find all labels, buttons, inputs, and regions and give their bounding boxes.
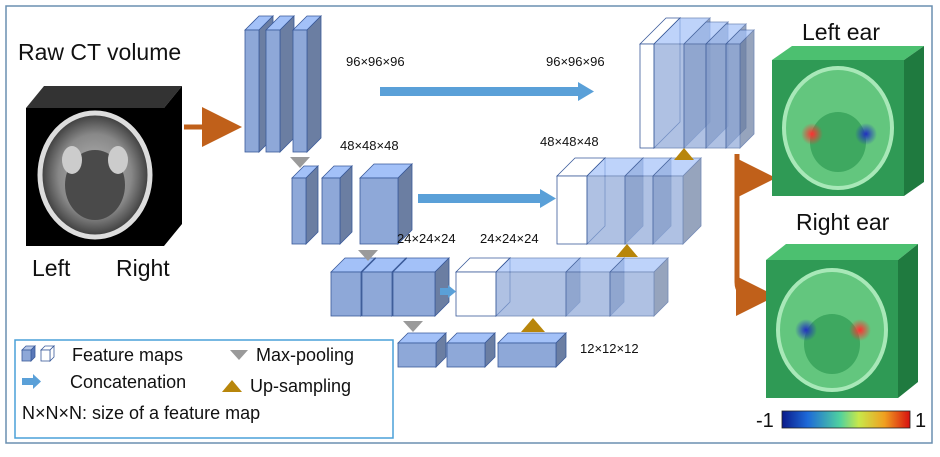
concat-arrow-level3 [440, 285, 456, 298]
max-pooling-marker-2 [358, 250, 378, 261]
left-ear-title: Left ear [802, 19, 880, 45]
input-title: Raw CT volume [18, 39, 181, 65]
ct-volume [26, 86, 182, 246]
enc3-block-3 [392, 257, 450, 317]
up-sampling-marker-2 [616, 244, 638, 257]
bottleneck-block-1 [397, 332, 447, 368]
enc2-block-1 [291, 165, 319, 245]
dim-bottleneck: 12×12×12 [580, 341, 639, 356]
figure-border [5, 5, 933, 444]
dim-dec1: 96×96×96 [546, 54, 605, 69]
output-branch-arrows [734, 154, 776, 316]
dim-enc2: 48×48×48 [340, 138, 399, 153]
legend-feature-maps: Feature maps [72, 345, 183, 365]
dim-dec2: 48×48×48 [540, 134, 599, 149]
enc2-block-2 [321, 165, 353, 245]
dec3-block-3 [609, 257, 669, 317]
max-pooling-marker-1 [290, 157, 310, 168]
legend-max-pooling-icon [230, 350, 248, 360]
colorbar [781, 410, 911, 429]
left-ear-output [772, 46, 924, 196]
bottleneck-block-3 [497, 332, 567, 368]
dim-dec3: 24×24×24 [480, 231, 539, 246]
right-ear-title: Right ear [796, 209, 890, 235]
legend-concatenation: Concatenation [70, 372, 186, 392]
enc2-block-3 [359, 163, 413, 245]
legend-up-sampling-icon [222, 380, 242, 392]
network-blocks [244, 15, 755, 368]
up-sampling-marker-1 [521, 318, 545, 332]
legend: Feature maps Max-pooling Concatenation U… [14, 339, 394, 439]
legend-concatenation-icon [22, 374, 41, 389]
right-ear-output [766, 244, 918, 398]
legend-up-sampling: Up-sampling [250, 376, 351, 396]
enc1-block-2 [265, 15, 295, 153]
dim-enc1: 96×96×96 [346, 54, 405, 69]
dim-enc3: 24×24×24 [397, 231, 456, 246]
input-right-label: Right [116, 255, 170, 281]
up-sampling-marker-3 [674, 148, 694, 160]
feature-map-icon [21, 345, 55, 362]
max-pooling-marker-3 [403, 321, 423, 332]
enc1-block-3 [292, 15, 322, 153]
concat-arrow-level1 [380, 82, 594, 101]
concat-arrow-level2 [418, 189, 556, 208]
dec1-block-4 [725, 29, 755, 149]
bottleneck-block-2 [446, 332, 496, 368]
colorbar-max: 1 [915, 410, 926, 432]
legend-size-note: N×N×N: size of a feature map [22, 403, 260, 423]
colorbar-min: -1 [756, 410, 774, 432]
legend-max-pooling: Max-pooling [256, 345, 354, 365]
input-left-label: Left [32, 255, 71, 281]
dec2-block-3 [652, 157, 702, 245]
